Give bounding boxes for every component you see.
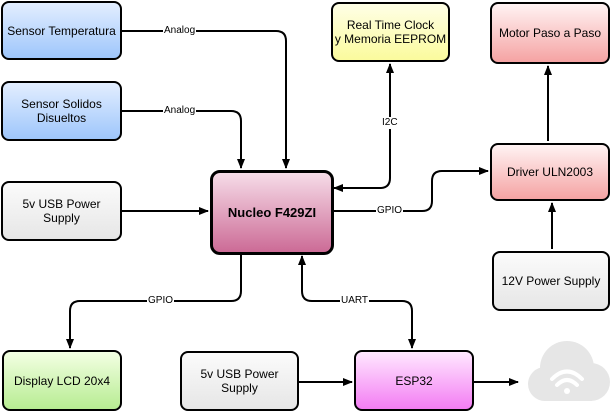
power-supply-12v-box: 12V Power Supply bbox=[492, 251, 610, 311]
sensor-solids-label: Sensor Solidos Disueltos bbox=[21, 97, 102, 125]
usb-power-supply-2-box: 5v USB Power Supply bbox=[180, 351, 299, 411]
edge-label-gpio-lcd: GPIO bbox=[147, 295, 175, 307]
edge-label-analog-temp: Analog bbox=[163, 25, 197, 37]
edge-label-gpio-driver: GPIO bbox=[376, 205, 404, 217]
esp32-label: ESP32 bbox=[395, 373, 433, 388]
stepper-motor-label: Motor Paso a Paso bbox=[498, 26, 602, 40]
usb-power-supply-1-label: 5v USB Power Supply bbox=[22, 197, 101, 225]
edge-label-uart: UART bbox=[340, 295, 370, 307]
lcd-display-box: Display LCD 20x4 bbox=[2, 350, 122, 411]
nucleo-board-box: Nucleo F429ZI bbox=[210, 170, 334, 255]
driver-uln2003-box: Driver ULN2003 bbox=[490, 143, 610, 201]
esp32-box: ESP32 bbox=[354, 350, 474, 411]
rtc-eeprom-box: Real Time Clock y Memoria EEPROM bbox=[331, 2, 450, 62]
sensor-temperature-label: Sensor Temperatura bbox=[7, 23, 116, 38]
stepper-motor-box: Motor Paso a Paso bbox=[490, 2, 610, 64]
nucleo-board-label: Nucleo F429ZI bbox=[227, 204, 317, 220]
edge-label-i2c: I2C bbox=[381, 117, 399, 129]
lcd-display-label: Display LCD 20x4 bbox=[13, 373, 111, 388]
sensor-solids-box: Sensor Solidos Disueltos bbox=[1, 81, 122, 141]
rtc-eeprom-label: Real Time Clock y Memoria EEPROM bbox=[334, 18, 447, 46]
driver-uln2003-label: Driver ULN2003 bbox=[506, 165, 594, 179]
sensor-temperature-box: Sensor Temperatura bbox=[1, 1, 122, 60]
wifi-cloud-icon bbox=[528, 341, 610, 401]
usb-power-supply-2-label: 5v USB Power Supply bbox=[200, 367, 279, 395]
edge-solids-to-nucleo bbox=[122, 110, 245, 169]
edge-temp-to-nucleo bbox=[122, 30, 290, 169]
edge-label-analog-solids: Analog bbox=[163, 105, 197, 117]
power-supply-12v-label: 12V Power Supply bbox=[501, 274, 601, 288]
edge-i2c-nucleo-rtc bbox=[333, 63, 394, 192]
edge-gpio-nucleo-driver bbox=[334, 167, 489, 212]
usb-power-supply-1-box: 5v USB Power Supply bbox=[1, 181, 122, 241]
